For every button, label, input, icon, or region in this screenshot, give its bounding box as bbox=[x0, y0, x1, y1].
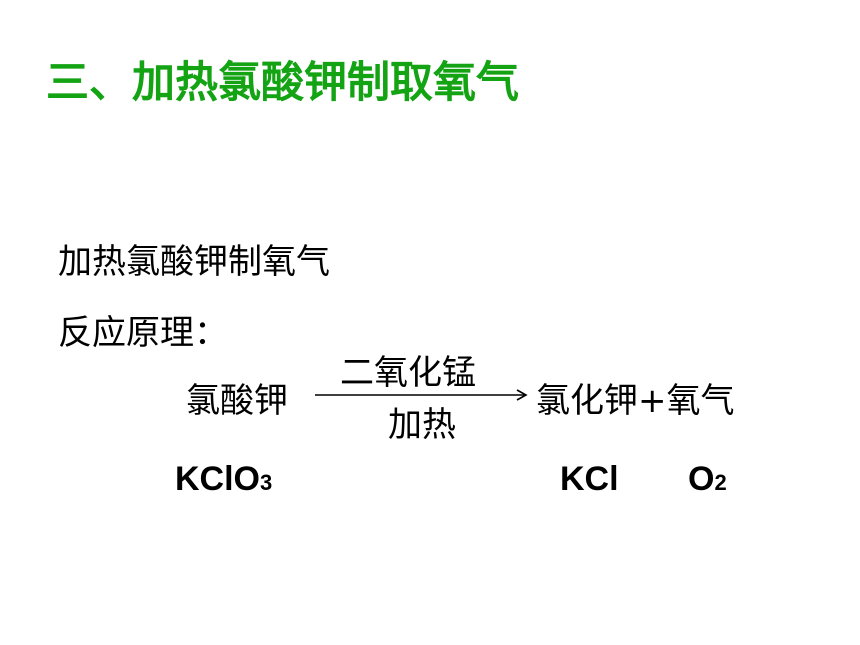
formula-o2: O2 bbox=[688, 460, 727, 499]
subheading: 加热氯酸钾制氧气 bbox=[58, 242, 330, 282]
formula-o2-subscript: 2 bbox=[714, 470, 727, 495]
formula-kclo3-subscript: 3 bbox=[260, 470, 273, 495]
right-arrow-icon bbox=[315, 389, 528, 401]
reactant-name: 氯酸钾 bbox=[186, 381, 288, 421]
catalyst-label: 二氧化锰 bbox=[340, 353, 476, 393]
formula-kclo3-main: KClO bbox=[175, 460, 260, 498]
formula-kclo3: KClO3 bbox=[175, 460, 272, 499]
products-name: 氯化钾+氧气 bbox=[536, 381, 735, 421]
slide-title: 三、加热氯酸钾制取氧气 bbox=[46, 58, 519, 108]
formula-kcl: KCl bbox=[560, 460, 619, 498]
formula-o2-main: O bbox=[688, 460, 715, 498]
condition-label: 加热 bbox=[388, 405, 456, 445]
principle-label: 反应原理： bbox=[58, 313, 228, 353]
